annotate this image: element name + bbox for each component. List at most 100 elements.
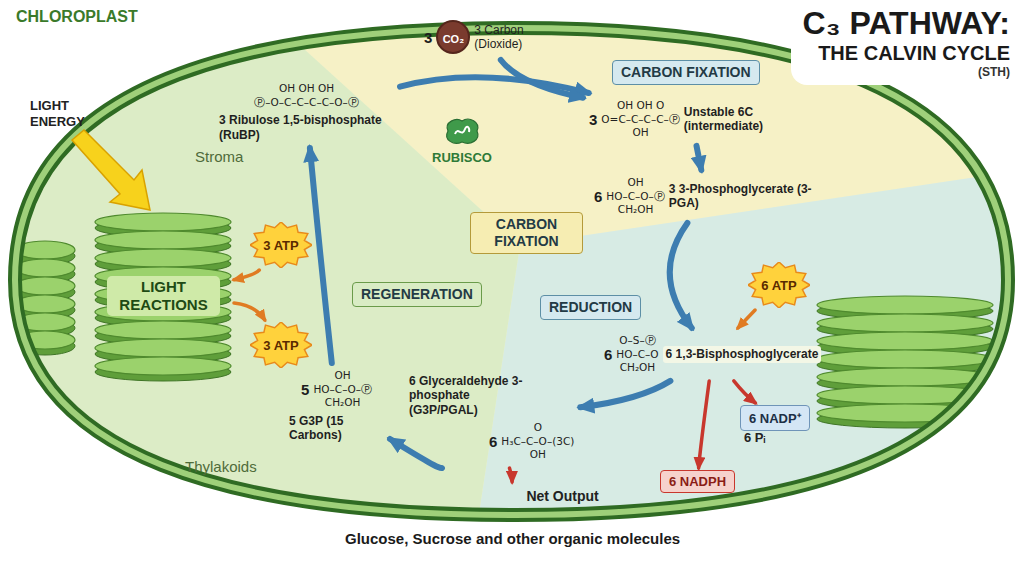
rubisco-icon [442, 116, 482, 146]
burst-star [250, 322, 312, 368]
node-text: CO₂ [436, 20, 470, 54]
node-text: OH [530, 448, 546, 462]
thylakoid-disk [817, 296, 993, 314]
node-text: 6 ATP [761, 278, 796, 293]
enzyme-blob [447, 119, 478, 143]
text-group: 6 1,3-Bisphosphoglycerate [663, 346, 822, 362]
text-group: OHHO–C–O–ⓅCH₂OH [606, 176, 665, 217]
thylakoid-disk [95, 321, 231, 339]
flow-arrow [738, 310, 755, 328]
node-text: Unstable 6C (intermediate) [684, 105, 794, 134]
rubp-molecule: OH OH OHⓅ–O–C–C–C–C–O–Ⓟ3 Ribulose 1,5-bi… [215, 78, 398, 146]
text-group: 3 ATP [263, 238, 298, 253]
phase-box: CARBON FIXATION [470, 212, 583, 254]
atp-burst: 6 ATP [748, 262, 810, 308]
cofactor-box: 6 NADP⁺ [740, 405, 810, 431]
text-group: LIGHT REACTIONS [107, 276, 220, 316]
node-text: H₃C–C–O–(3C) [501, 435, 574, 449]
flow-arrow [390, 439, 442, 468]
text-group: CARBON FIXATION [479, 216, 574, 250]
text-group: 3 3-Phosphoglycerate (3-PGA) [669, 182, 819, 211]
thylakoid-disk [817, 314, 993, 332]
node-text: 6 1,3-Bisphosphoglycerate [663, 346, 822, 362]
node-text: CH₂OH [618, 203, 654, 217]
node-text: 3 3-Phosphoglycerate (3-PGA) [669, 182, 819, 211]
phase-box: REGENERATION [352, 282, 482, 307]
flow-arrow [580, 381, 670, 407]
text-group: Net Output [426, 488, 598, 504]
node-text: CH₂OH [620, 361, 656, 375]
node-text: HO–C–O [616, 348, 658, 362]
enzyme-mark [455, 127, 469, 134]
region-label: CHLOROPLAST [16, 8, 138, 26]
region-label: Stroma [195, 148, 243, 165]
diagram-title: C₃ PATHWAY: [803, 6, 1010, 41]
text-group: 6 [594, 188, 602, 205]
cofactor-box: 6 NADPH [660, 470, 735, 493]
energy-label: LIGHT ENERGY [30, 98, 100, 129]
node-text: LIGHT REACTIONS [107, 276, 220, 316]
node-text: 3 Carbon (Dioxide) [474, 23, 542, 52]
node-text: REDUCTION [549, 299, 632, 316]
text-group: OH OH OHⓅ–O–C–C–C–C–O–Ⓟ [254, 82, 359, 109]
thylakoid-disk [95, 249, 231, 267]
text-group: 6 OH₃C–C–O–(3C)OH [489, 421, 574, 462]
text-group: REDUCTION [549, 299, 632, 316]
thylakoid-stack: LIGHT REACTIONS [95, 210, 232, 382]
flow-arrow [234, 303, 265, 320]
node-text: 6 Glyceraldehyde 3-phosphate (G3P/PGAL) [409, 374, 529, 417]
co2-molecule: 3CO₂3 Carbon (Dioxide) [420, 16, 546, 58]
node-text: CH₂OH [325, 396, 361, 410]
node-text: O [534, 421, 542, 435]
thylakoid-disk [95, 231, 231, 249]
node-text: OH OH O [617, 99, 664, 113]
thylakoid-disk [15, 277, 75, 295]
bpg-molecule: 6O–S–ⓅHO–C–OCH₂OH6 1,3-Bisphosphoglycera… [600, 330, 825, 379]
node-text: OH [335, 369, 351, 383]
thylakoid-disk [95, 357, 231, 375]
flow-arrow [501, 60, 583, 98]
text-group: 5 [301, 381, 309, 398]
text-group: 6 NADPH [669, 474, 726, 489]
text-group: O–S–ⓅHO–C–OCH₂OH [616, 334, 658, 375]
thylakoid-disk [817, 332, 993, 350]
g3p-molecule: 6 Glyceraldehyde 3-phosphate (G3P/PGAL)6… [405, 370, 578, 466]
text-group: 5OHHO–C–O–ⓅCH₂OH [301, 369, 372, 410]
text-group: 6 NADP⁺ [749, 409, 801, 427]
node-text: REGENERATION [361, 286, 473, 303]
node-text: 3 [589, 111, 597, 128]
thylakoid-stacks [15, 213, 993, 428]
thylakoid-disk [95, 213, 231, 231]
text-group: 3 [589, 111, 597, 128]
text-group: OH OH OO=C–C–C–C–ⓅOH [601, 99, 679, 140]
thylakoid-disk [15, 259, 75, 277]
text-group: CO₂ [436, 20, 470, 54]
node-text: 5 G3P (15 Carbons) [289, 414, 384, 443]
intermediate-molecule: 3OH OH OO=C–C–C–C–ⓅOHUnstable 6C (interm… [585, 95, 798, 144]
node-text: 6 NADP⁺ [749, 409, 801, 427]
node-text: O=C–C–C–C–Ⓟ [601, 113, 679, 127]
text-group: OHHO–C–O–ⓅCH₂OH [313, 369, 372, 410]
node-text: HO–C–O–Ⓟ [313, 383, 372, 397]
text-group: 3 [424, 29, 432, 46]
node-text: 6 NADPH [669, 474, 726, 489]
flow-arrow [697, 146, 702, 170]
thylakoid-disk [817, 350, 993, 368]
region-label: Thylakoids [185, 458, 257, 475]
text-group: Glucose, Sucrose and other organic molec… [345, 530, 680, 547]
thylakoid-disk [817, 368, 993, 386]
thylakoid-disk [95, 339, 231, 357]
burst-star [250, 222, 312, 268]
node-text: CARBON FIXATION [479, 216, 574, 250]
flow-arrow [310, 148, 332, 363]
node-text: HO–C–O–Ⓟ [606, 190, 665, 204]
title-block: C₃ PATHWAY:THE CALVIN CYCLE(STH) [791, 4, 1016, 85]
flow-arrow [670, 223, 692, 328]
atp-burst: 3 ATP [250, 222, 312, 268]
node-text: RUBISCO [432, 150, 492, 165]
node-text: OH OH OH [279, 82, 334, 96]
node-text: 5 [301, 381, 309, 398]
node-text: 6 [489, 433, 497, 450]
